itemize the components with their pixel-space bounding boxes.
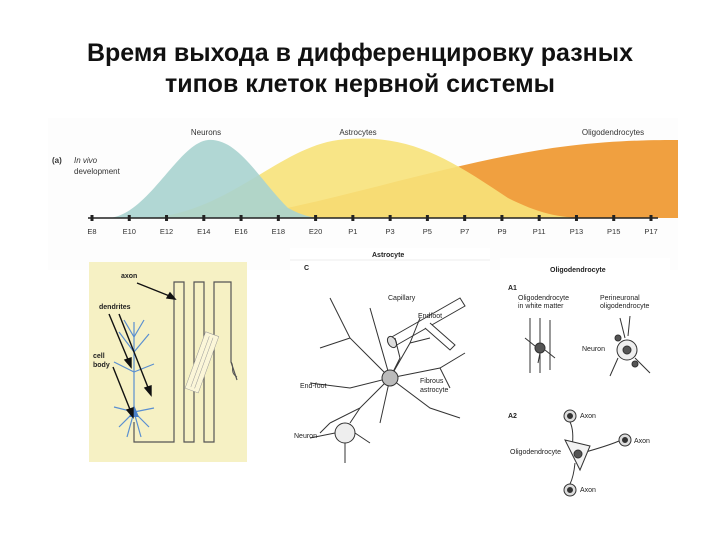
oligo-header: Oligodendrocyte — [550, 267, 606, 274]
tick-label: P5 — [423, 227, 432, 236]
label-neuron: Neuron — [294, 433, 317, 440]
tick-mark — [612, 215, 616, 221]
development-timeline: E8 E10 E12 E14 E16 E18 E20 P1 P3 P5 P7 P9 P11 P13 P15 P… — [48, 118, 678, 270]
astrocyte-diagram: C Astrocyte Capillary Endfoot End-foot F… — [290, 248, 490, 468]
label-fibrous-1: Fibrous — [420, 378, 444, 385]
capillary — [386, 297, 466, 351]
tick-mark — [463, 215, 467, 221]
tick-mark — [202, 215, 206, 221]
tick-mark — [388, 215, 392, 221]
astrocyte-processes — [309, 297, 466, 434]
neuron-cell — [113, 319, 155, 438]
tick-label: E10 — [123, 227, 136, 236]
tick-mark — [90, 215, 94, 221]
tick-mark — [500, 215, 504, 221]
label-cell-1: cell — [93, 353, 105, 360]
label-oligodendrocytes: Oligodendrocytes — [582, 128, 644, 137]
title-line-1: Время выхода в дифференцировку разных — [86, 39, 633, 67]
axon-path — [133, 281, 238, 443]
timeline-ticks: E8 E10 E12 E14 E16 E18 E20 P1 P3 P5 P7 P9 P11 P13 P15 P… — [87, 215, 658, 236]
label-axon-bottom: Axon — [580, 487, 596, 494]
tick-label: E14 — [197, 227, 210, 236]
tick-mark — [127, 215, 131, 221]
title-line-2: типов клеток нервной системы — [164, 70, 556, 98]
label-axon-right: Axon — [634, 438, 650, 445]
tick-label: P3 — [386, 227, 395, 236]
label-astrocytes: Astrocytes — [339, 128, 376, 137]
white-matter-oligo — [524, 318, 556, 373]
tick-label: P7 — [460, 227, 469, 236]
slide-title: Время выхода в дифференцировку разных ти… — [0, 38, 720, 100]
tick-label: E12 — [160, 227, 173, 236]
tick-mark — [314, 215, 318, 221]
tick-label: E20 — [309, 227, 322, 236]
label-white-1: Oligodendrocyte — [518, 295, 569, 302]
tick-label: E18 — [272, 227, 285, 236]
label-dendrites: dendrites — [99, 304, 131, 311]
neurons-curve — [108, 139, 323, 218]
label-white-2: in white matter — [518, 303, 564, 310]
oligodendrocyte-diagram: Oligodendrocyte A1 Oligodendrocyte in wh… — [500, 258, 670, 498]
tick-label: E16 — [234, 227, 247, 236]
label-fibrous-2: astrocyte — [420, 387, 449, 394]
tick-mark — [537, 215, 541, 221]
label-a2: A2 — [508, 413, 517, 420]
tick-label: P11 — [533, 227, 546, 236]
label-endfoot-top: Endfoot — [418, 313, 442, 320]
context-development: development — [74, 167, 121, 176]
tick-label: P13 — [570, 227, 583, 236]
tick-mark — [649, 215, 653, 221]
tick-label: E8 — [87, 227, 96, 236]
label-a1: A1 — [508, 285, 517, 292]
label-capillary: Capillary — [388, 295, 416, 302]
tick-label: P9 — [497, 227, 506, 236]
label-neuron-oligo: Neuron — [582, 346, 605, 353]
tick-label: P17 — [644, 227, 657, 236]
panel-label-a: (a) — [52, 156, 62, 165]
tick-mark — [165, 215, 169, 221]
label-cell-2: body — [93, 362, 110, 369]
label-perineuronal-2: oligodendrocyte — [600, 303, 650, 310]
astrocyte-header: Astrocyte — [372, 252, 404, 259]
label-axon: axon — [121, 273, 137, 280]
tick-mark — [276, 215, 280, 221]
label-c: C — [304, 265, 309, 272]
label-endfoot-left: End-foot — [300, 383, 327, 390]
tick-label: P15 — [607, 227, 620, 236]
tick-mark — [574, 215, 578, 221]
tick-mark — [351, 215, 355, 221]
oligo-with-axons — [563, 409, 632, 497]
neuron-diagram: axon dendrites cell body — [89, 262, 247, 462]
context-in-vivo: In vivo — [74, 156, 98, 165]
label-oligo: Oligodendrocyte — [510, 449, 561, 456]
tick-mark — [425, 215, 429, 221]
label-axon-top: Axon — [580, 413, 596, 420]
neuron-cell-body — [334, 422, 356, 444]
label-neurons: Neurons — [191, 128, 221, 137]
label-perineuronal-1: Perineuronal — [600, 295, 640, 302]
tick-label: P1 — [348, 227, 357, 236]
tick-mark — [239, 215, 243, 221]
perineuronal-oligo — [609, 315, 651, 377]
